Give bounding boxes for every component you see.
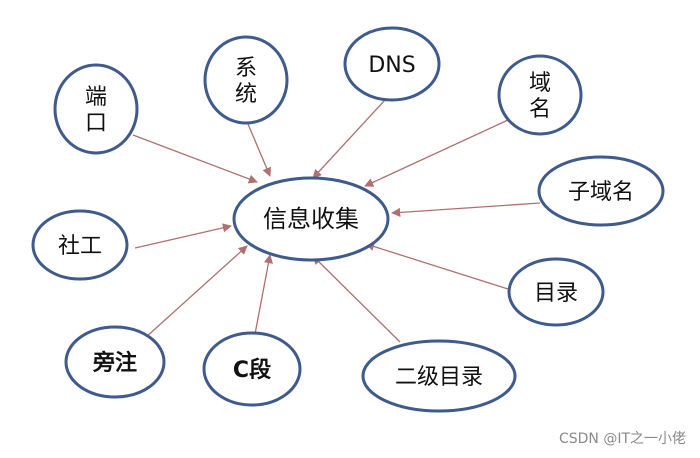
node-directory-label-0: 目录 [534, 281, 578, 306]
node-social: 社工 [31, 209, 129, 281]
edge-domain [364, 119, 509, 187]
node-second-level-directory-ellipse [361, 339, 517, 413]
node-domain-ellipse [497, 54, 583, 136]
node-subdomain-label-0: 子域名 [568, 180, 634, 205]
node-directory-ellipse [507, 257, 605, 327]
node-info-gathering: 信息收集 [232, 176, 390, 262]
node-social-ellipse [31, 209, 129, 281]
node-system-label-1: 统 [235, 82, 257, 107]
node-port-label-1: 口 [85, 111, 107, 136]
node-system: 系统 [203, 35, 289, 125]
node-social-label-0: 社工 [58, 234, 102, 259]
node-c-segment-label-0: C段 [233, 357, 271, 383]
node-second-level-directory: 二级目录 [361, 339, 517, 413]
node-dns-label-0: DNS [368, 53, 415, 78]
edge-second-level-directory [312, 255, 401, 343]
node-c-segment-ellipse [202, 331, 302, 407]
node-subdomain: 子域名 [537, 155, 665, 227]
node-side-site-label-0: 旁注 [92, 350, 137, 376]
node-port-label-0: 端 [85, 85, 107, 110]
node-system-label-0: 系 [235, 56, 257, 81]
center-label: 信息收集 [263, 205, 359, 233]
node-directory: 目录 [507, 257, 605, 327]
edges-layer [132, 99, 541, 343]
node-c-segment: C段 [202, 331, 302, 407]
node-domain: 域名 [497, 54, 583, 136]
node-subdomain-ellipse [537, 155, 665, 227]
edge-social [134, 223, 232, 249]
node-second-level-directory-label-0: 二级目录 [395, 365, 483, 390]
node-system-ellipse [203, 35, 289, 125]
node-domain-label-0: 域 [529, 71, 551, 96]
node-side-site-ellipse [64, 325, 166, 399]
edge-system [247, 123, 271, 177]
edge-directory [365, 242, 509, 290]
node-dns: DNS [343, 26, 441, 102]
watermark: CSDN @IT之一小佬 [558, 431, 686, 447]
node-side-site: 旁注 [64, 325, 166, 399]
edge-subdomain [391, 202, 541, 217]
center-ellipse [232, 176, 390, 262]
node-domain-label-1: 名 [529, 97, 551, 122]
edge-side-site [144, 245, 248, 339]
edge-dns [312, 99, 386, 179]
edge-port [132, 134, 258, 184]
node-dns-ellipse [343, 26, 441, 102]
edge-c-segment [254, 254, 273, 335]
node-port: 端口 [53, 63, 139, 155]
node-port-ellipse [53, 63, 139, 155]
